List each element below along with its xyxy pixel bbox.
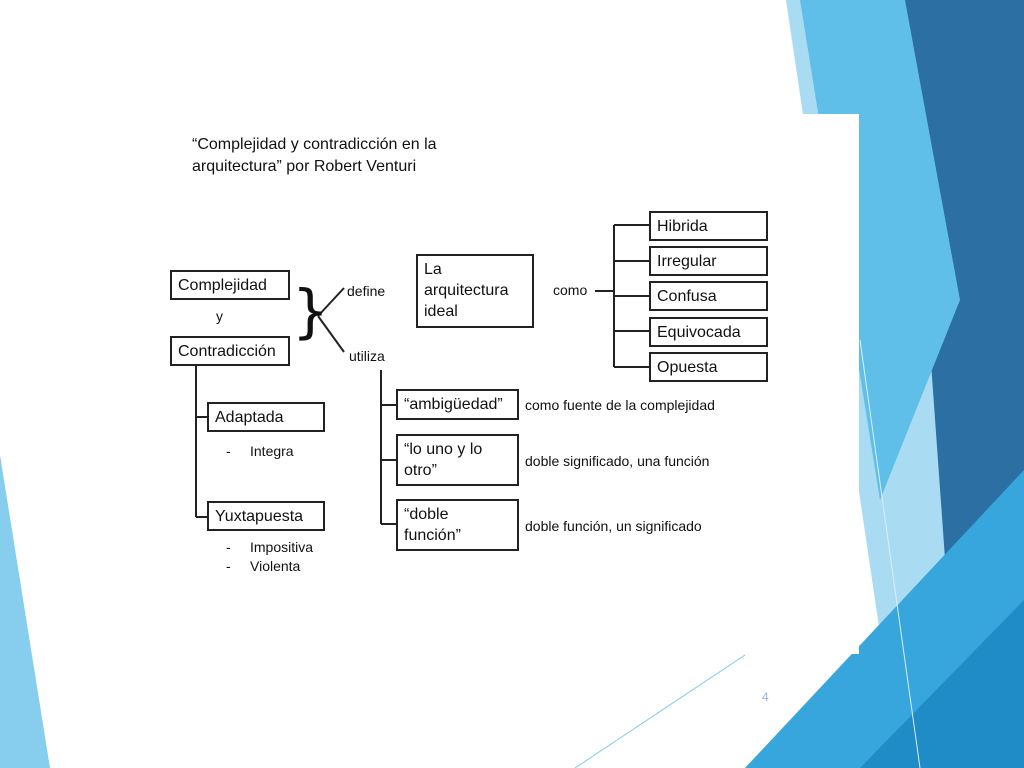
accent-line-2 bbox=[859, 339, 921, 768]
title-line-2: arquitectura” por Robert Venturi bbox=[192, 158, 417, 175]
bottom-right-deep bbox=[860, 600, 1024, 768]
adaptada-item-text: Integra bbox=[250, 443, 294, 459]
define-label: define bbox=[347, 283, 386, 299]
concept-1-description: como fuente de la complejidad bbox=[525, 397, 715, 413]
type-box-opuesta: Opuesta bbox=[649, 352, 768, 382]
utiliza-label: utiliza bbox=[349, 348, 385, 364]
yuxtapuesta-item-1: - Impositiva bbox=[226, 538, 313, 557]
yuxtapuesta-item-2: - Violenta bbox=[226, 557, 300, 576]
diagram-title: “Complejidad y contradicción en la arqui… bbox=[192, 134, 592, 178]
brace-symbol: } bbox=[292, 277, 329, 345]
concept-1-line-1: “ambigüedad” bbox=[404, 396, 503, 413]
left-triangle bbox=[0, 455, 50, 768]
ideal-line-3: ideal bbox=[424, 303, 458, 320]
page-number: 4 bbox=[762, 690, 769, 704]
ideal-line-2: arquitectura bbox=[424, 282, 509, 299]
complejidad-box: Complejidad bbox=[170, 270, 290, 300]
yuxtapuesta-item-text-1: Impositiva bbox=[250, 539, 314, 555]
concept-box-lo-uno: “lo uno y lo otro” bbox=[396, 434, 519, 486]
list-dash: - bbox=[226, 443, 231, 459]
concept-box-doble-funcion: “doble función” bbox=[396, 499, 519, 551]
concept-2-line-1: “lo uno y lo bbox=[404, 441, 483, 458]
title-line-1: “Complejidad y contradicción en la bbox=[192, 136, 437, 153]
content-card bbox=[150, 114, 859, 654]
adaptada-item: - Integra bbox=[226, 442, 294, 461]
yuxtapuesta-item-text-2: Violenta bbox=[250, 558, 301, 574]
list-dash: - bbox=[226, 558, 231, 574]
type-box-hibrida: Hibrida bbox=[649, 211, 768, 241]
list-dash: - bbox=[226, 539, 231, 555]
como-label: como bbox=[553, 282, 588, 298]
concept-3-description: doble función, un significado bbox=[525, 518, 702, 534]
type-box-confusa: Confusa bbox=[649, 281, 768, 311]
adaptada-box: Adaptada bbox=[207, 402, 325, 432]
concept-2-description: doble significado, una función bbox=[525, 453, 710, 469]
connector-y-label: y bbox=[216, 308, 223, 324]
arquitectura-ideal-box: La arquitectura ideal bbox=[416, 254, 534, 328]
concept-3-line-2: función” bbox=[404, 527, 461, 544]
type-box-equivocada: Equivocada bbox=[649, 317, 768, 347]
concept-box-ambiguedad: “ambigüedad” bbox=[396, 389, 519, 420]
yuxtapuesta-box: Yuxtapuesta bbox=[207, 501, 325, 531]
contradiccion-box: Contradicción bbox=[170, 336, 290, 366]
concept-3-line-1: “doble bbox=[404, 506, 449, 523]
ideal-line-1: La bbox=[424, 261, 442, 278]
type-box-irregular: Irregular bbox=[649, 246, 768, 276]
concept-2-line-2: otro” bbox=[404, 462, 437, 479]
accent-line-1 bbox=[574, 654, 746, 768]
